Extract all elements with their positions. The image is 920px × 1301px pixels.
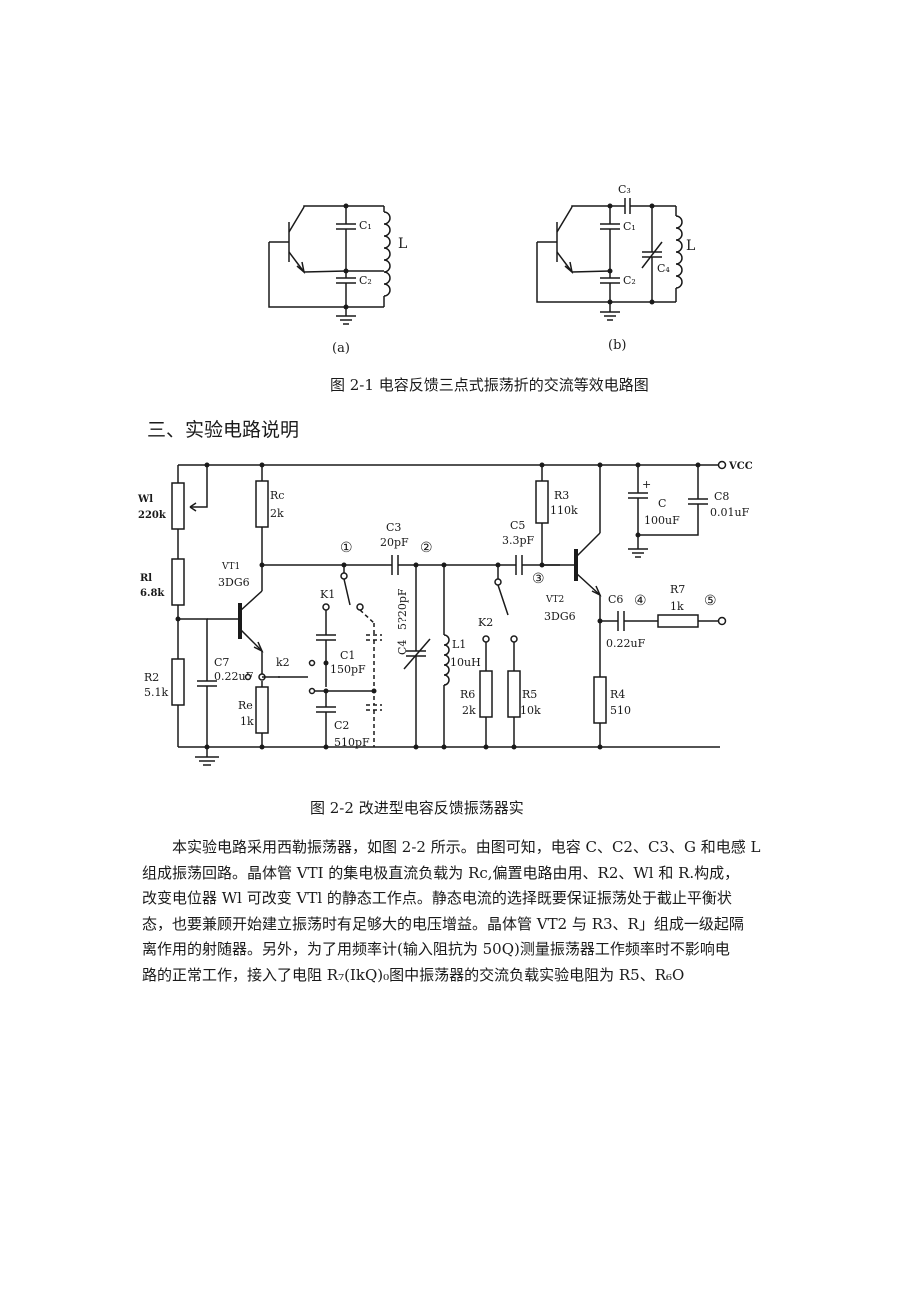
sub-label-b: (b) (608, 338, 627, 353)
node-2: ② (420, 540, 433, 556)
r5-name: R5 (522, 688, 537, 701)
r7-name: R7 (670, 583, 685, 596)
vt2-name: VT2 (545, 595, 564, 605)
label-c2b: C₂ (623, 274, 636, 287)
r6-name: R6 (460, 688, 475, 701)
c-value: 100uF (644, 514, 680, 527)
paragraph-line: 路的正常工作，接入了电阻 R₇(IkQ)₀图中振荡器的交流负载实验电阻为 R5、… (142, 965, 685, 984)
c4-name: C4 (396, 640, 409, 655)
k2-small: k2 (276, 656, 290, 669)
vt2-type: 3DG6 (544, 610, 576, 623)
l1-value: 10uH (450, 656, 481, 669)
c7-value: 0.22uF (214, 670, 254, 683)
node-1: ① (340, 540, 353, 556)
c-name: C (658, 497, 666, 510)
c7-name: C7 (214, 656, 229, 669)
paragraph-line: 态，也要兼顾开始建立振荡时有足够大的电压增益。晶体管 VT2 与 R3、R」组成… (142, 914, 744, 933)
node-5: ⑤ (704, 593, 717, 609)
label-c2: C₂ (359, 274, 372, 287)
figure-2-1-a-diagram: C₁ C₂ L (268, 203, 407, 325)
r5-value: 10k (520, 704, 541, 717)
label-l: L (398, 236, 407, 252)
vt1-type: 3DG6 (218, 576, 250, 589)
c-plus: + (642, 478, 651, 491)
sub-label-a: (a) (332, 341, 350, 356)
r3-name: R3 (554, 489, 569, 502)
label-c1b: C₁ (623, 220, 636, 233)
rc-name: Rc (270, 489, 284, 502)
figure-2-2-caption: 图 2-2 改进型电容反馈振荡器实 (310, 799, 524, 817)
paragraph-line: 组成振荡回路。晶体管 VTI 的集电极直流负载为 Rc,偏置电路由用、R2、Wl… (142, 863, 740, 882)
vcc-label: VCC (728, 461, 753, 472)
paragraph-line: 改变电位器 Wl 可改变 VTl 的静态工作点。静态电流的选择既要保证振荡处于截… (142, 889, 732, 907)
c3-name: C3 (386, 521, 401, 534)
rc-value: 2k (270, 507, 284, 520)
k1-label: K1 (320, 588, 335, 601)
l1-name: L1 (452, 638, 466, 651)
node-4: ④ (634, 593, 647, 609)
r3-value: 110k (550, 504, 578, 517)
re-name: Re (238, 699, 253, 712)
r1-value: 6.8k (140, 588, 165, 599)
w1-value: 220k (138, 510, 167, 521)
paragraph-line: 本实验电路采用西勒振荡器，如图 2-2 所示。由图可知，电容 C、C2、C3、G… (172, 838, 761, 856)
label-lb: L (686, 238, 695, 254)
c4-value: 5?20pF (396, 588, 409, 630)
figure-2-1-caption: 图 2-1 电容反馈三点式振荡折的交流等效电路图 (330, 376, 649, 394)
figure-2-2-diagram: VCC Wl 220k Rl 6.8k R2 5.1k C7 0.22uF VT… (137, 460, 753, 766)
r4-value: 510 (610, 704, 631, 717)
c5-name: C5 (510, 519, 525, 532)
vt1-name: VT1 (221, 562, 240, 572)
r6-value: 2k (462, 704, 476, 717)
c8-name: C8 (714, 490, 729, 503)
label-c1: C₁ (359, 219, 372, 232)
c1-value: 150pF (330, 663, 366, 676)
section-heading: 三、实验电路说明 (147, 419, 300, 441)
c2-name: C2 (334, 719, 349, 732)
k2-label: K2 (478, 616, 493, 629)
c3-value: 20pF (380, 536, 409, 549)
re-value: 1k (240, 715, 254, 728)
c8-value: 0.01uF (710, 506, 750, 519)
node-3: ③ (532, 571, 545, 587)
c5-value: 3.3pF (502, 534, 535, 547)
c1-name: C1 (340, 649, 355, 662)
c2-value: 510pF (334, 736, 370, 749)
w1-name: Wl (137, 494, 153, 505)
label-c4: C₄ (657, 262, 670, 275)
r1-name: Rl (140, 573, 152, 584)
r2-value: 5.1k (144, 686, 168, 699)
label-c3: C₃ (618, 183, 631, 196)
paragraph-line: 离作用的射随器。另外，为了用频率计(输入阻抗为 50Q)测量振荡器工作频率时不影… (142, 940, 730, 958)
c6-value: 0.22uF (606, 637, 646, 650)
figure-2-1-b-diagram: C₃ C₁ C₂ C₄ L (536, 183, 695, 321)
c6-name: C6 (608, 593, 623, 606)
body-paragraph: 本实验电路采用西勒振荡器，如图 2-2 所示。由图可知，电容 C、C2、C3、G… (142, 835, 792, 988)
r7-value: 1k (670, 600, 684, 613)
r2-name: R2 (144, 671, 159, 684)
r4-name: R4 (610, 688, 625, 701)
